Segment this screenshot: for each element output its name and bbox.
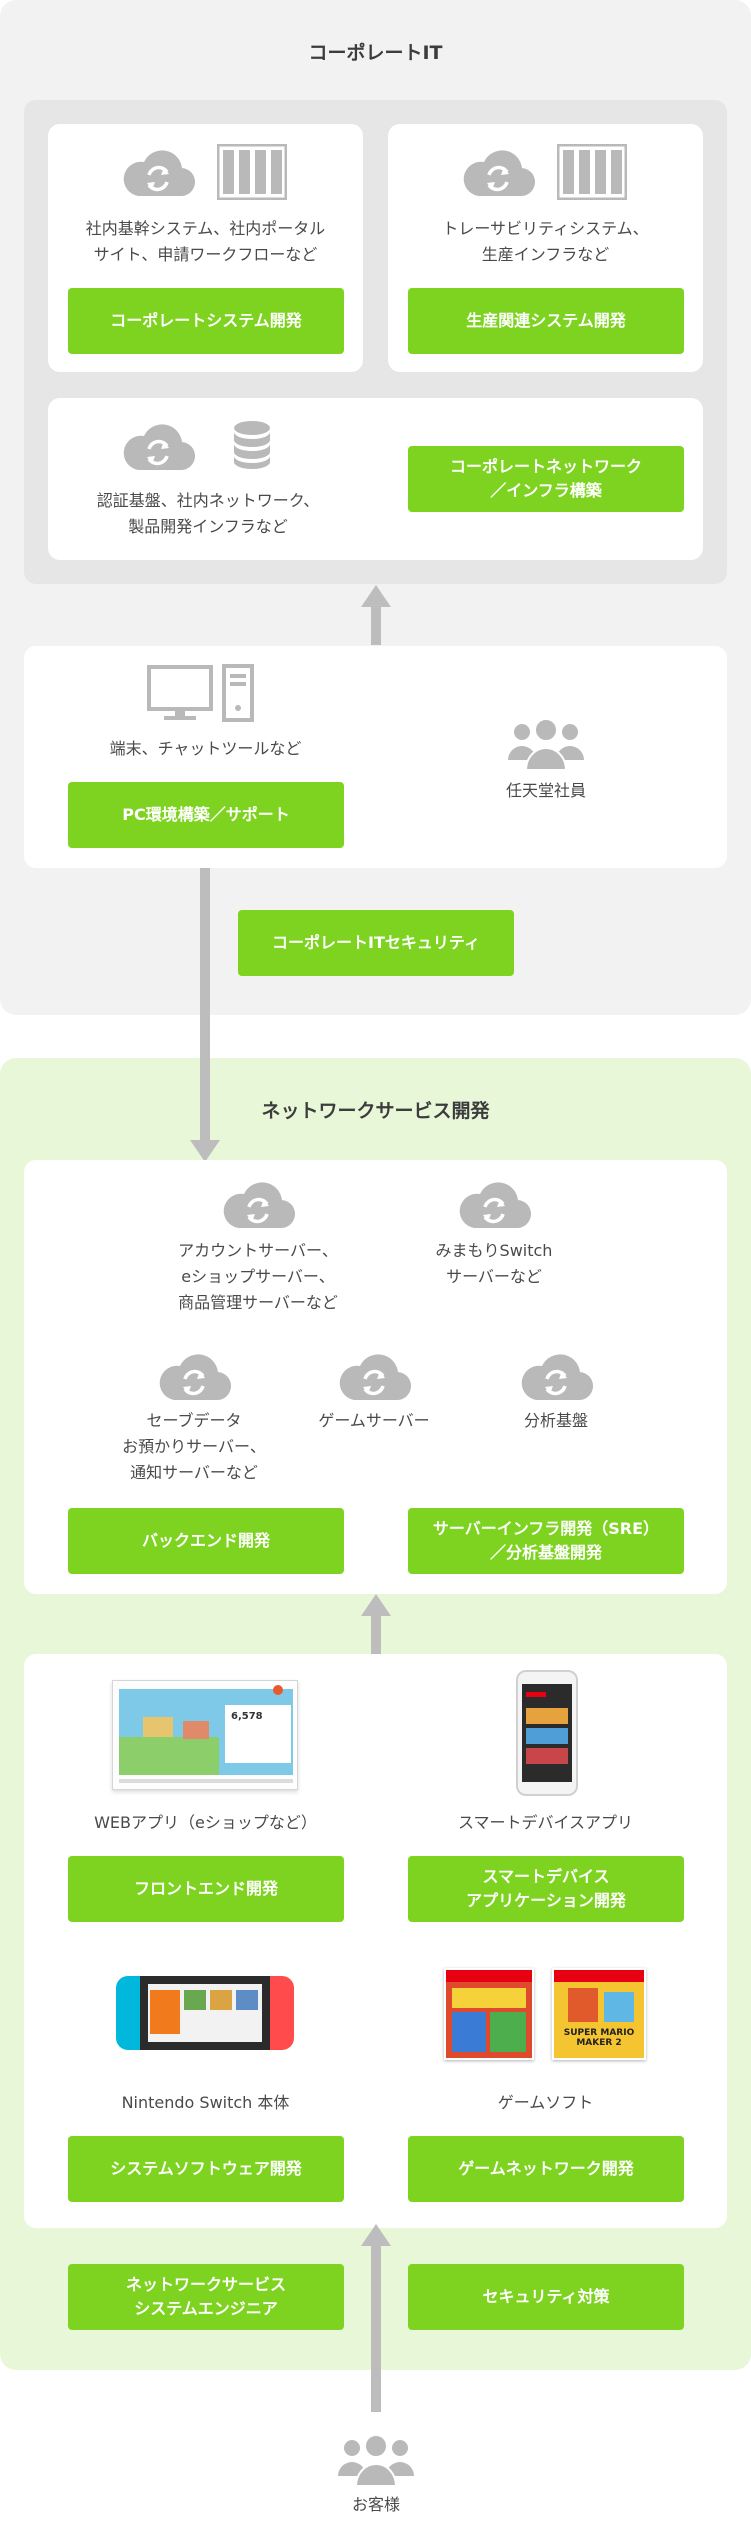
web-app-screen-value: 6,578 (231, 1711, 263, 1722)
flow-arrow-down (200, 868, 210, 1142)
corporate-network-description: 認証基盤、社内ネットワーク、 製品開発インフラなど (96, 491, 320, 536)
security-measures-button[interactable]: セキュリティ対策 (408, 2264, 684, 2330)
cloud-sync-icon (458, 148, 538, 198)
flow-arrow-up-3 (371, 2244, 381, 2412)
game-box-mario-maker: SUPER MARIO MAKER 2 (552, 1968, 646, 2060)
nintendo-switch-label: Nintendo Switch 本体 (121, 2093, 290, 2112)
arrow-head-up-icon (361, 2224, 391, 2246)
corporate-system-dev-button[interactable]: コーポレートシステム開発 (68, 288, 344, 354)
corporate-security-button[interactable]: コーポレートITセキュリティ (238, 910, 514, 976)
backend-dev-button[interactable]: バックエンド開発 (68, 1508, 344, 1574)
database-icon (232, 420, 272, 470)
game-software-label: ゲームソフト (497, 2093, 594, 2112)
network-system-engineer-button[interactable]: ネットワークサービス システムエンジニア (68, 2264, 344, 2330)
mario-maker-logo-text: SUPER MARIO MAKER 2 (563, 2028, 635, 2048)
corporate-network-infra-button[interactable]: コーポレートネットワーク ／インフラ構築 (408, 446, 684, 512)
server-rack-icon (557, 144, 627, 200)
people-icon (336, 2432, 416, 2486)
game-box-mario-kart (444, 1968, 534, 2060)
web-app-screenshot: 6,578 (112, 1680, 298, 1790)
game-network-dev-button[interactable]: ゲームネットワーク開発 (408, 2136, 684, 2202)
pc-tower-icon (222, 664, 254, 722)
backend-item-account-server: アカウントサーバー、 eショップサーバー、 商品管理サーバーなど (178, 1241, 338, 1312)
arrow-head-up-icon (361, 585, 391, 607)
cloud-sync-icon (218, 1180, 298, 1230)
production-system-description: トレーサビリティシステム、 生産インフラなど (442, 219, 649, 264)
flow-arrow-up-2 (371, 1614, 381, 1654)
pc-description: 端末、チャットツールなど (109, 739, 302, 758)
web-app-label: WEBアプリ（eショップなど） (94, 1813, 317, 1832)
smartphone-image (516, 1670, 578, 1796)
corporate-system-description: 社内基幹システム、社内ポータル サイト、申請ワークフローなど (85, 219, 326, 264)
backend-item-parental-control: みまもりSwitch サーバーなど (435, 1241, 553, 1286)
people-icon (506, 716, 586, 770)
server-rack-icon (217, 144, 287, 200)
flow-arrow-up-1 (371, 605, 381, 645)
customer-label: お客様 (351, 2495, 400, 2514)
cloud-sync-icon (334, 1352, 414, 1402)
arrow-head-down-icon (190, 1140, 220, 1162)
backend-item-game-server: ゲームサーバー (318, 1411, 430, 1430)
nintendo-switch-image (116, 1976, 294, 2052)
employees-label: 任天堂社員 (505, 781, 586, 800)
production-system-dev-button[interactable]: 生産関連システム開発 (408, 288, 684, 354)
pc-support-button[interactable]: PC環境構築／サポート (68, 782, 344, 848)
cloud-sync-icon (154, 1352, 234, 1402)
network-service-title: ネットワークサービス開発 (261, 1100, 490, 1122)
frontend-dev-button[interactable]: フロントエンド開発 (68, 1856, 344, 1922)
system-software-dev-button[interactable]: システムソフトウェア開発 (68, 2136, 344, 2202)
cloud-sync-icon (516, 1352, 596, 1402)
sre-dev-button[interactable]: サーバーインフラ開発（SRE） ／分析基盤開発 (408, 1508, 684, 1574)
cloud-sync-icon (118, 148, 198, 198)
corporate-it-title: コーポレートIT (308, 42, 443, 64)
cloud-sync-icon (118, 422, 198, 472)
backend-item-analytics: 分析基盤 (523, 1411, 588, 1430)
smart-device-label: スマートデバイスアプリ (457, 1813, 634, 1832)
smart-device-dev-button[interactable]: スマートデバイス アプリケーション開発 (408, 1856, 684, 1922)
monitor-icon (147, 665, 213, 720)
arrow-head-up-icon (361, 1594, 391, 1616)
backend-item-save-data: セーブデータ お預かりサーバー、 通知サーバーなど (122, 1411, 266, 1482)
cloud-sync-icon (454, 1180, 534, 1230)
